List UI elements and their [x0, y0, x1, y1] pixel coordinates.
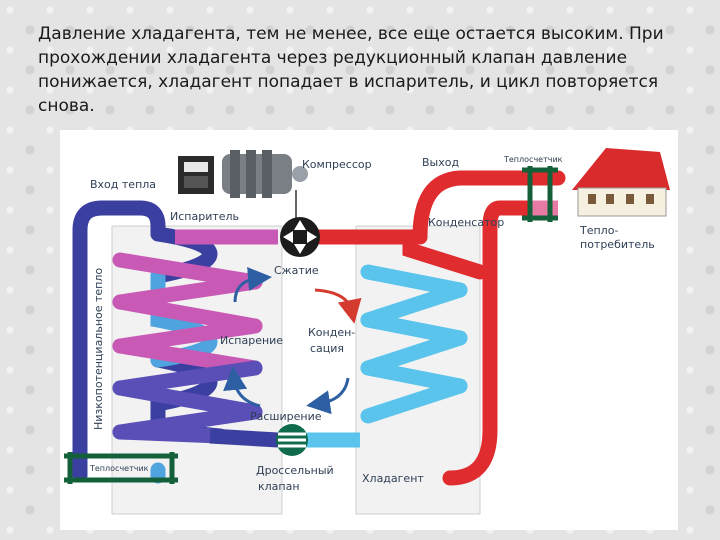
condensation-arrow [306, 377, 350, 415]
compressor-symbol-icon [280, 217, 320, 257]
label-low-potential-heat: Низкопотенциальное тепло [92, 268, 105, 430]
hot-line [312, 170, 538, 280]
label-compressor: Компрессор [302, 158, 372, 171]
label-heat-meter-bottom: Теплосчетчик [89, 464, 149, 473]
compression-arrow [314, 288, 362, 324]
label-condenser: Конденсатор [428, 216, 504, 229]
label-throttle-2: клапан [258, 480, 300, 493]
heat-pump-diagram: Компрессор Вход тепла Испаритель Выход Т… [60, 130, 678, 530]
label-compression: Сжатие [274, 264, 319, 277]
consumer-loop [442, 170, 566, 486]
expansion-line [209, 428, 279, 448]
caption-text: Давление хладагента, тем не менее, все е… [38, 24, 664, 116]
house-icon [572, 148, 670, 217]
label-evaporation: Испарение [220, 334, 283, 347]
heat-meter-bottom [64, 452, 178, 484]
evaporation-arrow [233, 267, 272, 303]
label-evaporator: Испаритель [170, 210, 239, 223]
heat-meter-top [522, 166, 558, 222]
label-heat-meter-top: Теплосчетчик [503, 155, 563, 164]
label-heat-input: Вход тепла [90, 178, 156, 191]
throttle-valve-icon [276, 424, 308, 456]
label-refrigerant: Хладагент [362, 472, 424, 485]
evaporator-coil-lower [112, 360, 263, 444]
label-condensation-2: сация [310, 342, 344, 355]
label-consumer-1: Тепло- [579, 224, 618, 237]
label-expansion: Расширение [250, 410, 322, 423]
meter-device-icon [178, 156, 214, 194]
label-condensation-1: Конден- [308, 326, 355, 339]
label-throttle-1: Дроссельный [256, 464, 334, 477]
expansion-arrow [223, 366, 261, 408]
label-output: Выход [422, 156, 459, 169]
condenser-coil [360, 264, 468, 424]
label-consumer-2: потребитель [580, 238, 655, 251]
